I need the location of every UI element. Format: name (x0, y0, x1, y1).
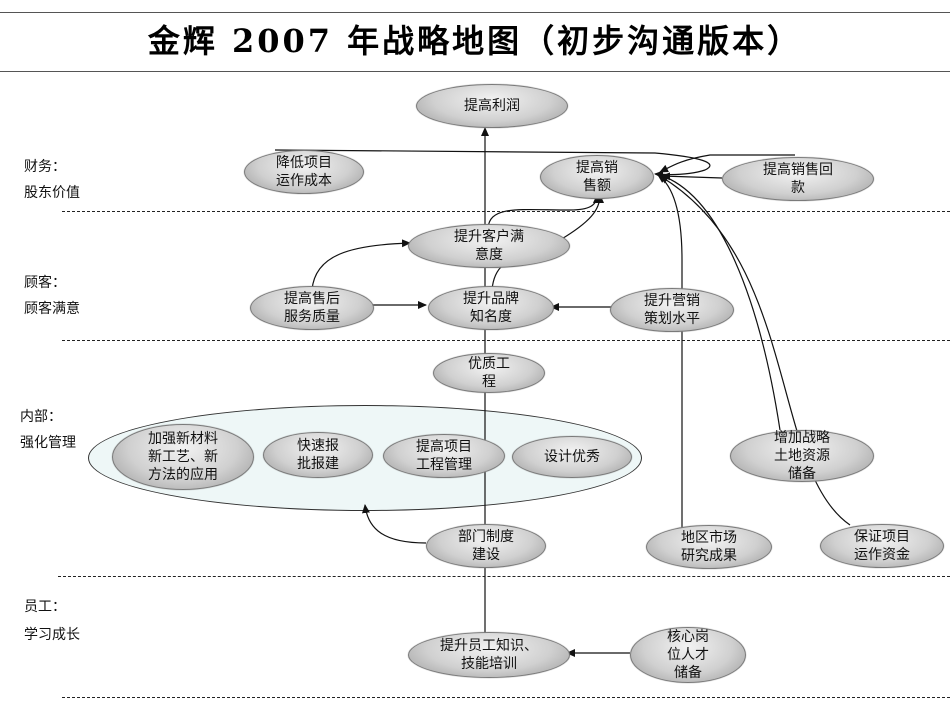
node-customer-satisfaction-label: 提升客户满 意度 (454, 229, 524, 263)
perspective-financial-title: 财务： (24, 159, 66, 175)
node-fast-approval: 快速报 批报建 (263, 432, 373, 478)
perspective-customer-title: 顾客： (24, 275, 66, 291)
node-increase-sales: 提高销 售额 (540, 155, 654, 199)
title-bar (0, 12, 950, 72)
connector-collection-to-sales (661, 172, 723, 181)
connector-cost-to-sales (274, 149, 711, 179)
node-project-management-label: 提高项目 工程管理 (416, 439, 472, 473)
connector-dept-to-internal (361, 504, 427, 544)
node-department-system: 部门制度 建设 (426, 524, 546, 568)
perspective-financial: 财务： 股东价值 (24, 150, 80, 210)
perspective-learning: 员工： 学习成长 (24, 590, 80, 652)
node-new-materials-label: 加强新材料 新工艺、新 方法的应用 (148, 431, 218, 483)
node-core-talent: 核心岗 位人才 储备 (630, 627, 746, 683)
node-department-system-label: 部门制度 建设 (458, 529, 514, 563)
node-project-management: 提高项目 工程管理 (383, 434, 505, 478)
node-sales-collection-label: 提高销售回 款 (763, 162, 833, 196)
node-fast-approval-label: 快速报 批报建 (297, 438, 339, 472)
node-brand-awareness: 提升品牌 知名度 (428, 286, 554, 330)
page-title: 金辉 2007 年战略地图（初步沟通版本） (147, 22, 803, 60)
connector-satisfaction-to-sales (487, 194, 601, 229)
connector-research-to-sales (657, 174, 683, 528)
separator-customer-internal (62, 340, 950, 341)
node-market-research: 地区市场 研究成果 (646, 525, 772, 569)
perspective-internal: 内部： 强化管理 (20, 400, 76, 460)
node-staff-training: 提升员工知识、 技能培训 (408, 632, 570, 678)
node-project-funds-label: 保证项目 运作资金 (854, 529, 910, 563)
perspective-internal-subtitle: 强化管理 (20, 435, 76, 451)
node-improve-profit-label: 提高利润 (464, 98, 520, 114)
node-excellent-design-label: 设计优秀 (544, 449, 600, 465)
perspective-learning-subtitle: 学习成长 (24, 627, 80, 643)
node-project-funds: 保证项目 运作资金 (820, 524, 944, 568)
perspective-learning-title: 员工： (24, 599, 66, 615)
node-staff-training-label: 提升员工知识、 技能培训 (440, 638, 538, 672)
perspective-internal-title: 内部： (20, 409, 62, 425)
connector-land-to-sales (659, 173, 781, 431)
separator-bottom (62, 697, 950, 698)
node-reduce-cost-label: 降低项目 运作成本 (276, 155, 332, 189)
node-market-research-label: 地区市场 研究成果 (681, 530, 737, 564)
node-sales-collection: 提高销售回 款 (722, 157, 874, 201)
node-new-materials: 加强新材料 新工艺、新 方法的应用 (112, 424, 254, 490)
node-marketing-planning-label: 提升营销 策划水平 (644, 293, 700, 327)
perspective-customer-subtitle: 顾客满意 (24, 301, 80, 317)
node-excellent-design: 设计优秀 (512, 436, 632, 478)
connector-funds-to-sales (659, 175, 851, 526)
perspective-financial-subtitle: 股东价值 (24, 185, 80, 201)
node-improve-profit: 提高利润 (416, 84, 568, 128)
node-reduce-cost: 降低项目 运作成本 (244, 150, 364, 194)
node-quality-project: 优质工 程 (433, 353, 545, 393)
node-brand-awareness-label: 提升品牌 知名度 (463, 291, 519, 325)
node-land-reserve-label: 增加战略 土地资源 储备 (774, 430, 830, 482)
connector-collection-loop (659, 154, 795, 173)
node-customer-satisfaction: 提升客户满 意度 (408, 224, 570, 268)
node-core-talent-label: 核心岗 位人才 储备 (667, 629, 709, 681)
node-land-reserve: 增加战略 土地资源 储备 (730, 430, 874, 482)
connector-aftersales-to-satisfaction (311, 239, 411, 291)
node-quality-project-label: 优质工 程 (468, 356, 510, 390)
node-after-sales-service-label: 提高售后 服务质量 (284, 291, 340, 325)
node-after-sales-service: 提高售后 服务质量 (250, 286, 374, 330)
node-increase-sales-label: 提高销 售额 (576, 160, 618, 194)
perspective-customer: 顾客： 顾客满意 (24, 266, 80, 326)
separator-internal-learning (58, 576, 950, 577)
node-marketing-planning: 提升营销 策划水平 (610, 288, 734, 332)
